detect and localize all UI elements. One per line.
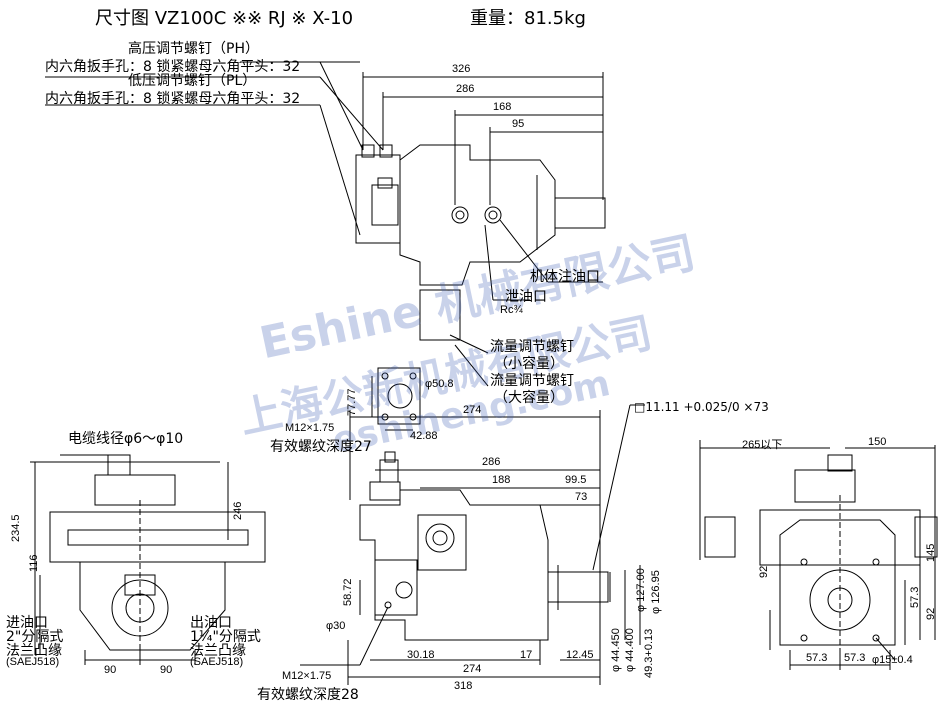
callout-cable: 电缆线径φ6～φ10 [68,431,184,447]
callout-high-pressure-tool: 内六角扳手孔：8 锁紧螺母六角平头：32 [45,59,301,75]
dim-d50-8: φ50.8 [425,378,454,390]
callout-flow-large-sub: （大容量） [494,390,564,406]
callout-drain-size: Rc¾ [500,304,523,316]
dim-front-d44-400: φ 44.400 [624,628,636,672]
dim-front-99-5: 99.5 [565,474,587,486]
thread-bottom: M12×1.75 [282,670,332,682]
drawing-title: 尺寸图 VZ100C ※※ RJ ※ X-10 [95,8,354,29]
dim-front-d44-450: φ 44.450 [610,628,622,672]
dim-286: 286 [456,83,475,95]
dim-246: 246 [232,501,244,520]
dim-right-265: 265以下 [742,439,783,451]
left-view-pump [30,454,266,665]
dim-right-d15: φ15±0.4 [872,654,913,666]
thread-bottom-depth: 有效螺纹深度28 [257,687,359,703]
dim-front-17: 17 [520,649,533,661]
dim-front-12-45: 12.45 [566,649,594,661]
callout-outlet-std: (SAEJ518) [190,656,244,668]
top-view-dimensions [45,61,604,387]
dim-left-90b: 90 [160,664,173,676]
drawing-weight: 重量：81.5kg [470,8,586,29]
dim-front-49-3: 49.3+0.13 [643,628,655,678]
thread-top: M12×1.75 [285,422,335,434]
dim-front-274: 274 [463,404,482,416]
dim-front-188: 188 [492,474,511,486]
callout-flow-small: 流量调节螺钉 [490,339,574,355]
dim-95: 95 [512,118,525,130]
dim-front-d30: φ30 [326,620,346,632]
dim-front-58-72: 58.72 [342,578,354,606]
callout-outlet-size: 1¼"分隔式 [190,629,261,645]
dim-234-5: 234.5 [10,514,22,542]
dim-right-150: 150 [868,436,887,448]
dim-front-274b: 274 [463,663,482,675]
callout-oil-fill: 机体注油口 [530,269,600,285]
dim-right-92b: 92 [925,607,937,620]
dim-front-d126-95: φ 126.95 [650,570,662,614]
callout-high-pressure: 高压调节螺钉（PH） [128,41,259,57]
callout-inlet: 进油口 [6,615,48,631]
dim-right-57-3a: 57.3 [806,652,828,664]
front-view-pump [300,404,645,685]
callout-flow-small-sub: （小容量） [494,356,564,372]
dim-168: 168 [493,101,512,113]
callout-low-pressure: 低压调节螺钉（PL） [128,73,257,89]
dim-77-77: 77.77 [346,388,358,416]
callout-outlet: 出油口 [190,615,232,631]
callout-drain: 泄油口 [505,289,547,305]
dim-116: 116 [28,554,40,572]
dim-326: 326 [452,63,471,75]
dim-front-d127: φ 127.00 [635,568,647,612]
thread-top-depth: 有效螺纹深度27 [270,439,372,455]
callout-flow-large: 流量调节螺钉 [490,373,574,389]
flange-detail [371,367,421,431]
dim-front-30-18: 30.18 [407,649,435,661]
callout-key: □11.11 +0.025/0 ×73 [634,400,769,414]
callout-inlet-std: (SAEJ518) [6,656,60,668]
dim-front-286: 286 [482,456,501,468]
dim-right-57-3b: 57.3 [844,652,866,664]
callout-inlet-flange: 法兰凸缘 [6,643,62,659]
dim-front-318: 318 [454,680,473,692]
dim-right-92a: 92 [758,565,770,578]
top-view-pump [355,144,606,341]
callout-inlet-size: 2"分隔式 [6,629,64,645]
dim-42-88: 42.88 [410,430,438,442]
dim-front-73: 73 [575,491,588,503]
dim-right-57-3v: 57.3 [909,586,921,608]
dim-right-145: 145 [925,543,937,562]
callout-outlet-flange: 法兰凸缘 [190,643,246,659]
right-view-pump [699,440,938,670]
callout-low-pressure-tool: 内六角扳手孔：8 锁紧螺母六角平头：32 [45,91,301,107]
dim-left-90a: 90 [104,664,117,676]
